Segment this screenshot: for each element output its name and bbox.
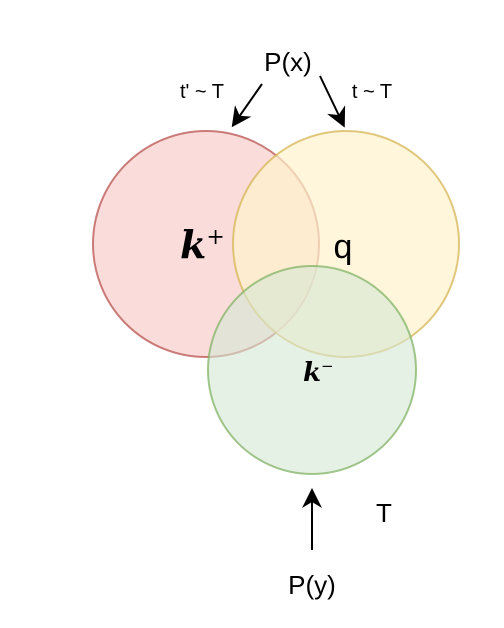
bottom-label: P(y) [288,570,336,600]
right-arrow-label: t ~ T [352,81,392,103]
circle-negative-key [207,265,417,475]
side-label: T [376,498,392,528]
arrow-right-down [319,75,346,128]
arrow-left-down [231,83,263,128]
left-arrow-label: t' ~ T [180,81,224,103]
label-positive-key: k+ [180,222,225,267]
top-label: P(x) [264,47,312,77]
label-negative-key: k− [303,357,334,388]
label-query: q [334,228,353,266]
